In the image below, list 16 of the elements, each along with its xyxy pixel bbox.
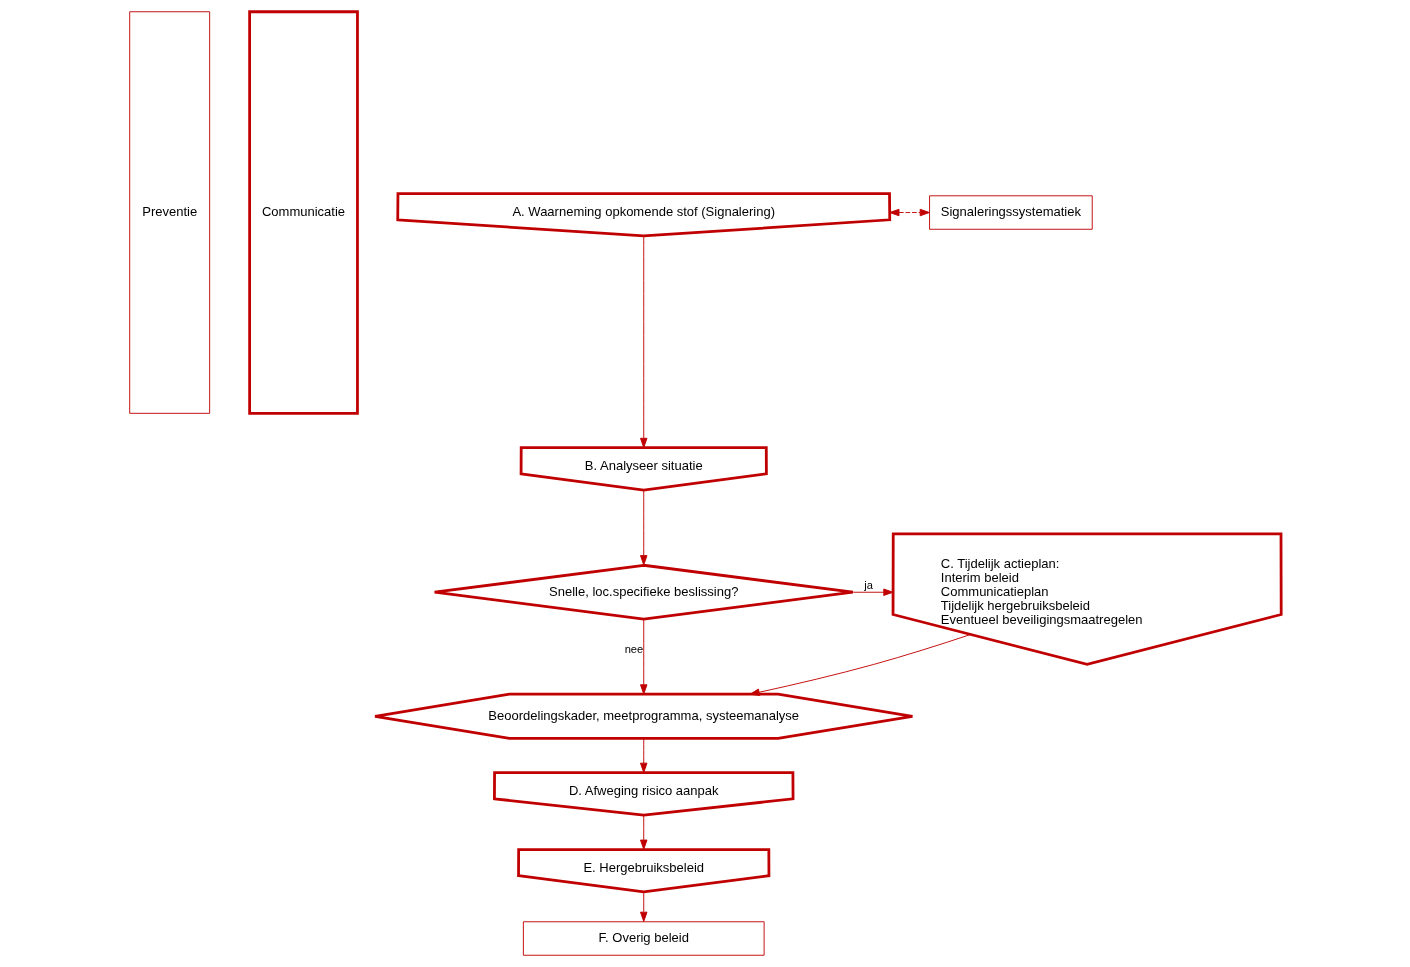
edge-label: nee bbox=[624, 643, 643, 656]
node-box: Signaleringssystematiek bbox=[928, 195, 1093, 230]
arrow bbox=[639, 891, 647, 922]
arrow bbox=[852, 588, 893, 596]
arrow bbox=[639, 235, 647, 449]
arrow bbox=[639, 489, 647, 566]
arrow bbox=[639, 738, 647, 773]
node-diamond: Snelle, loc.specifieke beslissing? bbox=[432, 563, 854, 621]
node-box: Communicatie bbox=[247, 10, 359, 415]
arrow bbox=[639, 618, 647, 695]
edge-label: ja bbox=[863, 579, 873, 592]
arrow bbox=[639, 814, 647, 850]
node-box: F. Overig beleid bbox=[522, 921, 765, 956]
arrow bbox=[749, 634, 971, 696]
node-box: Preventie bbox=[128, 11, 210, 414]
arrow bbox=[888, 208, 930, 217]
